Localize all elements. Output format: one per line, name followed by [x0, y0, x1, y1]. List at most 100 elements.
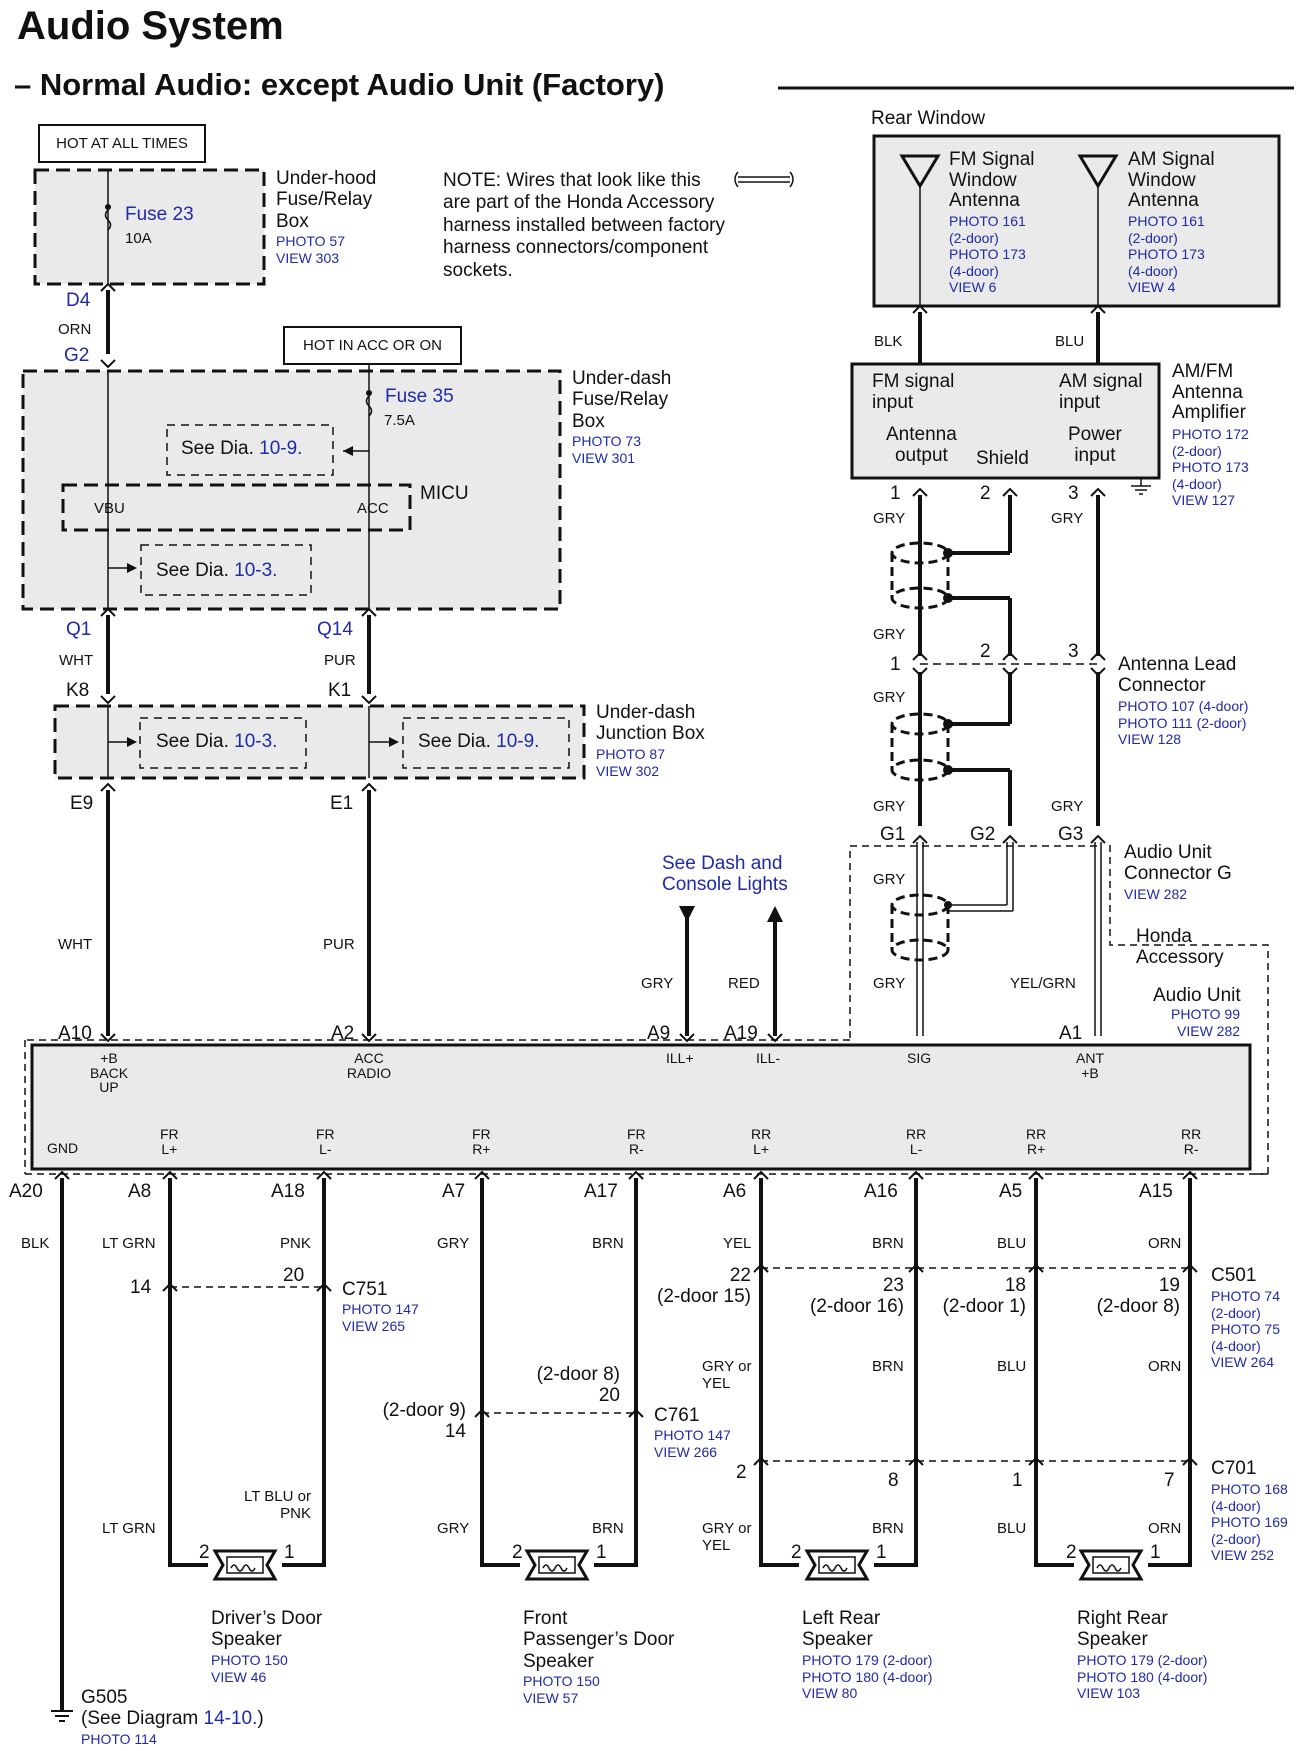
c761-view: VIEW 266 — [654, 1444, 718, 1460]
c701-pin-1: 1 — [1012, 1470, 1023, 1491]
audio-unit-photo: PHOTO 99 — [1171, 1006, 1240, 1022]
c501-pin-18: 18 (2-door 1) — [942, 1275, 1026, 1318]
wire-blk-fm: BLK — [874, 333, 903, 350]
hot-in-acc-label: HOT IN ACC OR ON — [283, 326, 462, 365]
wire-brn-2: BRN — [872, 1235, 904, 1252]
wire-pnk: PNK — [280, 1235, 311, 1252]
driver-speaker-refs: PHOTO 150 VIEW 46 — [211, 1652, 288, 1685]
pin-a7: A7 — [442, 1181, 466, 1202]
underhood-photo: PHOTO 57 — [276, 233, 345, 249]
c501-pin-19: 19 (2-door 8) — [1096, 1275, 1180, 1318]
see-dia-10-9-link[interactable]: 10-9. — [259, 438, 303, 459]
pin-a9: A9 — [647, 1023, 671, 1044]
audio-pin-ill-minus: ILL- — [756, 1050, 781, 1066]
pin-g3: G3 — [1058, 824, 1084, 845]
wire-gry-1: GRY — [437, 1235, 470, 1252]
wire-wht-1: WHT — [59, 652, 94, 669]
accessory-harness-note: NOTE: Wires that look like this are part… — [443, 170, 725, 281]
wire-wht-2: WHT — [58, 936, 93, 953]
audio-pin-rr-l-plus: RR L+ — [751, 1126, 772, 1157]
pin-q14: Q14 — [317, 619, 353, 640]
see-dia-10-3-label: See Dia. 10-3. — [156, 560, 277, 581]
micu-acc-label: ACC — [357, 500, 389, 517]
underhood-box-name: Under-hood Fuse/Relay Box — [276, 168, 377, 232]
pin-e9: E9 — [70, 793, 94, 814]
wire-blu-2: BLU — [997, 1358, 1027, 1375]
pin-a16: A16 — [864, 1181, 898, 1202]
ground-photo: PHOTO 114 — [81, 1731, 157, 1747]
fuse-35-rating: 7.5A — [384, 412, 415, 429]
pin-a19: A19 — [724, 1023, 758, 1044]
wire-gry-2: GRY — [437, 1520, 470, 1537]
connector-g-name: Audio Unit Connector G — [1124, 842, 1232, 885]
c501-pin-23: 23 (2-door 16) — [810, 1275, 904, 1318]
pin-g2: G2 — [64, 345, 90, 366]
fuse-35-label: Fuse 35 — [385, 386, 454, 407]
pin-e1: E1 — [330, 793, 354, 814]
pin-a20: A20 — [9, 1181, 43, 1202]
junction-see-10-9-link[interactable]: 10-9. — [496, 731, 540, 752]
pin-q1: Q1 — [66, 619, 92, 640]
micu-vbu-label: VBU — [94, 500, 125, 517]
audio-pin-gnd: GND — [47, 1140, 79, 1156]
wire-blk-gnd: BLK — [21, 1235, 50, 1252]
lead-connector-name: Antenna Lead Connector — [1118, 654, 1237, 697]
wire-gry-p1: GRY — [873, 510, 906, 527]
left-rear-speaker-refs: PHOTO 179 (2-door) PHOTO 180 (4-door) VI… — [802, 1652, 933, 1702]
c751-view: VIEW 265 — [342, 1318, 406, 1334]
pin-a18: A18 — [271, 1181, 305, 1202]
spk3-pin-1: 1 — [876, 1542, 887, 1563]
wire-gry-s2: GRY — [873, 689, 906, 706]
audio-pin-radio: ACC RADIO — [346, 1050, 392, 1081]
wire-brn-4: BRN — [592, 1520, 624, 1537]
see-dia-10-3-link[interactable]: 10-3. — [234, 560, 278, 581]
wire-gry-p3: GRY — [1051, 510, 1084, 527]
see-dia-prefix: See Dia. — [156, 731, 229, 752]
audio-unit-view: VIEW 282 — [1177, 1023, 1241, 1039]
c751-name: C751 — [342, 1279, 388, 1300]
junction-see-10-3-link[interactable]: 10-3. — [234, 731, 278, 752]
pin-g2b: G2 — [970, 824, 996, 845]
lead-pin-3: 3 — [1068, 641, 1079, 662]
pin-a15: A15 — [1139, 1181, 1173, 1202]
hot-at-all-times-label: HOT AT ALL TIMES — [38, 124, 206, 163]
wire-orn-3: ORN — [1148, 1358, 1182, 1375]
wire-yel-grn: YEL/GRN — [1010, 975, 1076, 992]
see-dia-prefix: See Dia. — [418, 731, 491, 752]
underhood-view: VIEW 303 — [276, 250, 340, 266]
c761-pin-20: (2-door 8) 20 — [536, 1364, 620, 1407]
spk3-pin-2: 2 — [791, 1542, 802, 1563]
lead-pin-2: 2 — [980, 641, 991, 662]
spk2-pin-2: 2 — [512, 1542, 523, 1563]
audio-pin-rr-l-minus: RR L- — [906, 1126, 927, 1157]
see-dia-prefix: See Dia. — [156, 560, 229, 581]
lead-pin-1: 1 — [890, 654, 901, 675]
spk1-pin-2: 2 — [199, 1542, 210, 1563]
wire-gry-s5: GRY — [873, 975, 906, 992]
rear-window-label: Rear Window — [871, 108, 986, 129]
audio-pin-fr-l-minus: FR L- — [316, 1126, 335, 1157]
amp-am-input: AM signal input — [1059, 371, 1143, 413]
junction-see-10-3: See Dia. 10-3. — [156, 731, 277, 752]
junction-photo: PHOTO 87 — [596, 746, 665, 762]
underdash-view: VIEW 301 — [572, 450, 636, 466]
am-antenna-refs: PHOTO 161 (2-door) PHOTO 173 (4-door) VI… — [1128, 213, 1205, 296]
ground-name: G505 — [81, 1687, 128, 1708]
fm-antenna-refs: PHOTO 161 (2-door) PHOTO 173 (4-door) VI… — [949, 213, 1026, 296]
spk1-pin-1: 1 — [284, 1542, 295, 1563]
page-title: Audio System — [17, 4, 284, 48]
left-rear-speaker-name: Left Rear Speaker — [802, 1608, 881, 1651]
spk4-pin-1: 1 — [1150, 1542, 1161, 1563]
ground-see-link[interactable]: 14-10. — [203, 1708, 258, 1729]
wire-gry-s3: GRY — [873, 798, 906, 815]
amp-shield: Shield — [976, 448, 1029, 469]
c701-pin-8: 8 — [888, 1470, 899, 1491]
wire-brn-1: BRN — [592, 1235, 624, 1252]
amp-refs: PHOTO 172 (2-door) PHOTO 173 (4-door) VI… — [1172, 426, 1249, 509]
fuse-23-label: Fuse 23 — [125, 204, 194, 225]
wire-gry-or-yel-2: GRY or YEL — [702, 1520, 752, 1554]
wire-gry-ill: GRY — [641, 975, 674, 992]
see-dash-console-lights-link[interactable]: See Dash and Console Lights — [662, 853, 788, 896]
wire-gry-s4: GRY — [873, 871, 906, 888]
